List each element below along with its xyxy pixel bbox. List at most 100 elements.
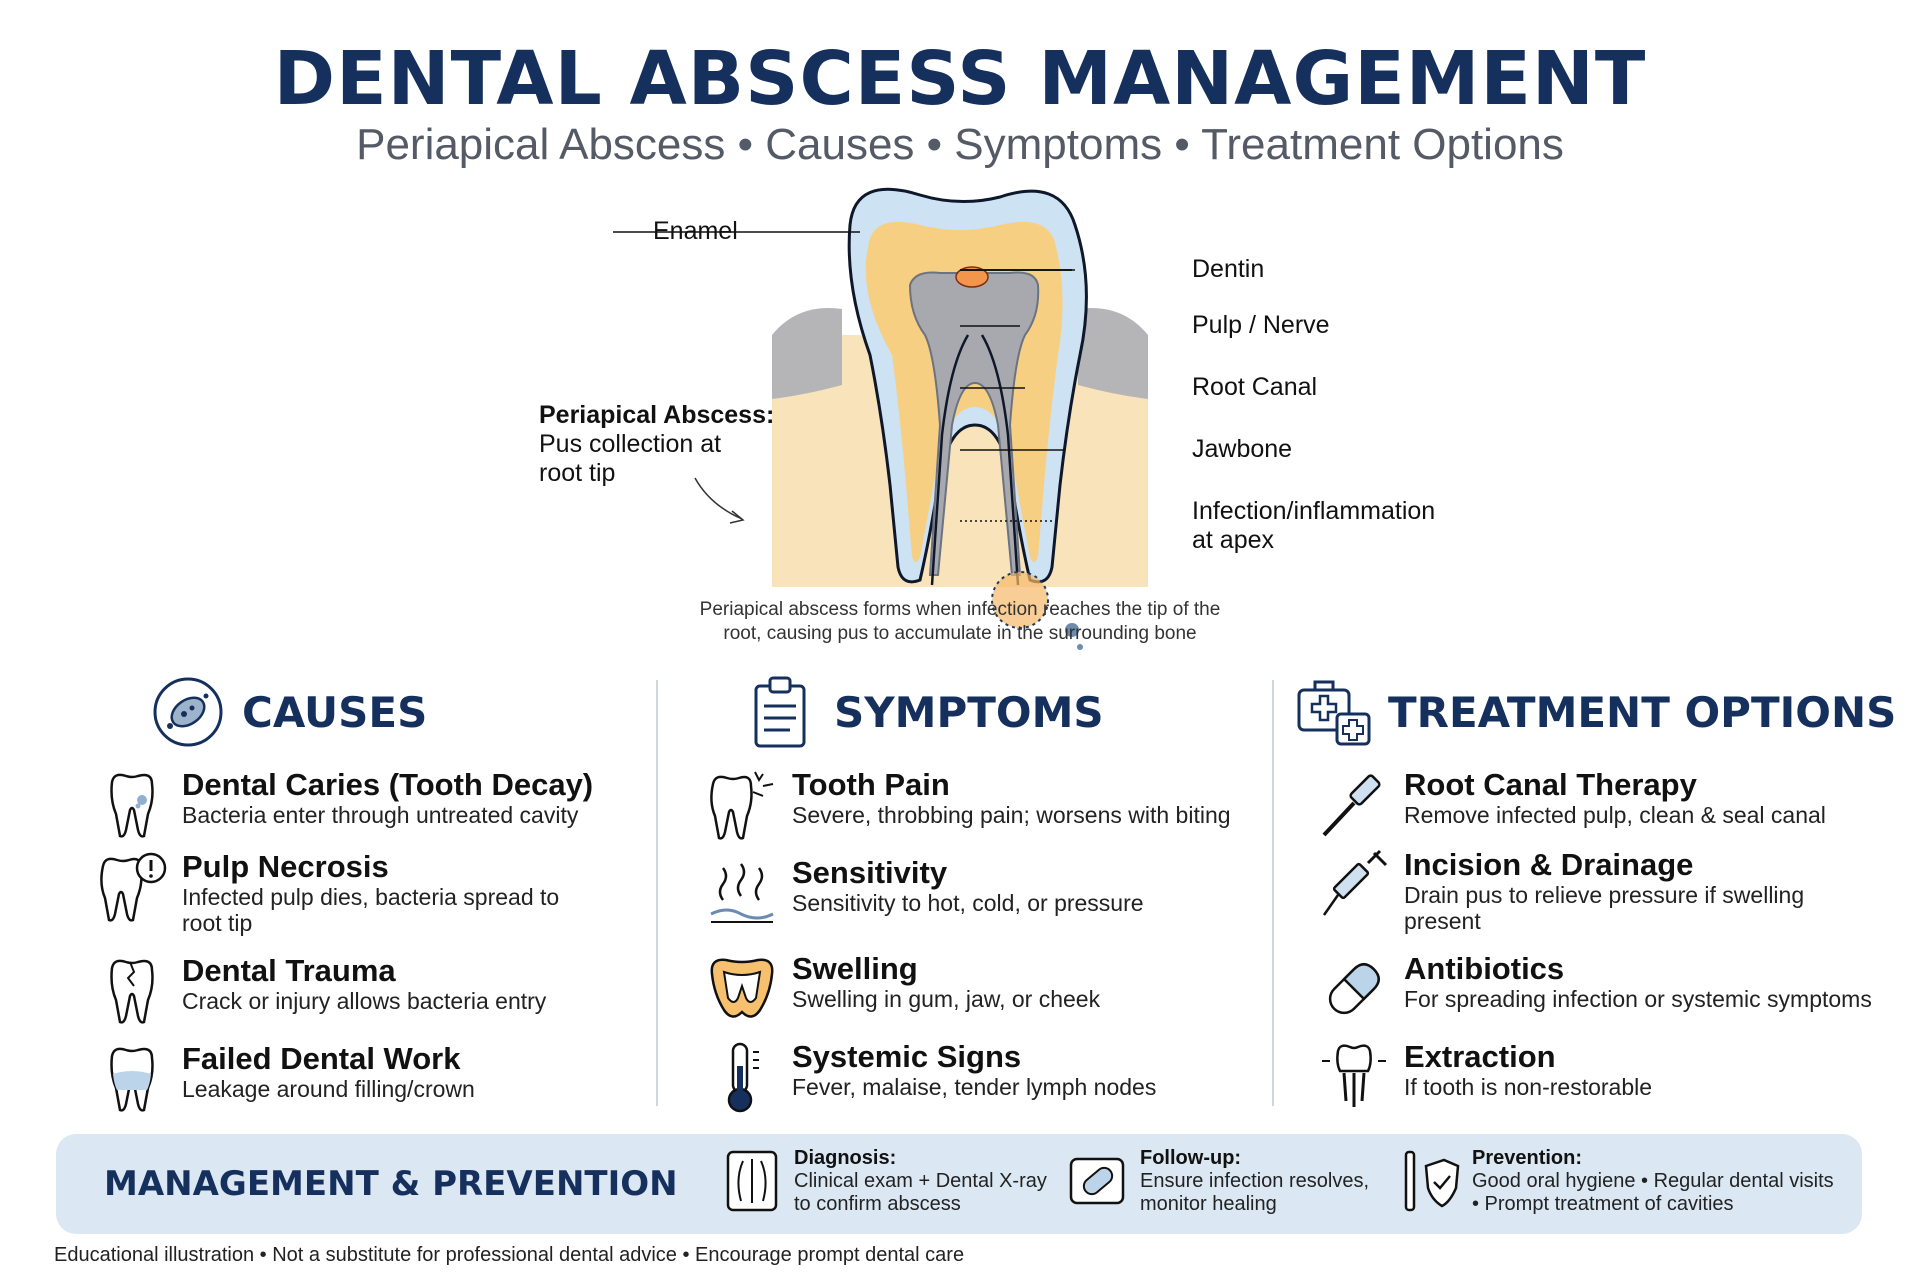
toothbrush-shield-icon [1400,1146,1460,1216]
abscess-callout-line1: Pus collection at [539,430,722,458]
management-item-line2: monitor healing [1140,1192,1277,1215]
abscess-callout-arrowhead [729,510,745,524]
symptoms-heading: SYMPTOMS [742,672,1104,752]
cause-desc: Bacteria enter through untreated cavity [182,802,579,828]
symptom-desc: Severe, throbbing pain; worsens with bit… [792,802,1231,828]
xray-icon [722,1146,782,1216]
management-item-line1: Ensure infection resolves, [1140,1169,1370,1192]
diagram-caption-line1: Periapical abscess forms when infection … [699,599,1221,620]
footer-disclaimer: Educational illustration • Not a substit… [54,1244,965,1266]
symptom-item: Swelling Swelling in gum, jaw, or cheek [706,952,1100,1026]
management-item: Prevention: Good oral hygiene • Regular … [1400,1146,1834,1216]
diagram-caption-line2: root, causing pus to accumulate in the s… [723,623,1197,644]
treatment-desc: If tooth is non-restorable [1404,1074,1653,1100]
bacteria-dot [1065,623,1079,637]
treatment-title: Antibiotics [1404,951,1565,986]
pulp-label: Pulp / Nerve [1192,311,1330,339]
symptoms-heading-text: SYMPTOMS [834,687,1104,737]
root-canal-label: Root Canal [1192,373,1318,401]
tooth-diagram: Enamel Dentin Pulp / Nerve Root Canal Ja… [520,185,1480,655]
cause-title: Failed Dental Work [182,1041,461,1076]
management-item-line1: Clinical exam + Dental X-ray [794,1169,1047,1192]
endodontic-file-icon [1318,768,1390,842]
abscess-callout: Periapical Abscess: Pus collection at ro… [539,401,774,488]
treatment-heading: TREATMENT OPTIONS [1296,672,1896,752]
gum-left-shape [772,308,842,399]
tooth-alert-icon [96,850,168,924]
painful-tooth-icon [706,768,778,842]
treatment-item: Incision & Drainage Drain pus to relieve… [1318,848,1804,934]
symptom-title: Tooth Pain [792,767,950,802]
swollen-gum-icon [706,952,778,1026]
management-item-line2: to confirm abscess [794,1192,961,1215]
management-panel: MANAGEMENT & PREVENTION Diagnosis: Clini… [56,1134,1862,1234]
cause-desc: Infected pulp dies, bacteria spread to [182,884,560,910]
bacteria-dot [1077,644,1083,650]
root-canal-right-line [980,334,1020,586]
cause-item: Failed Dental Work Leakage around fillin… [96,1042,475,1116]
abscess-callout-line2: root tip [539,459,616,487]
abscess-circle [991,571,1049,629]
treatment-desc: Remove infected pulp, clean & seal canal [1404,802,1826,828]
gum-right-shape [1078,308,1148,399]
nerve-blob [955,266,989,288]
diagram-caption: Periapical abscess forms when infection … [640,598,1280,646]
treatment-heading-text: TREATMENT OPTIONS [1388,687,1897,737]
treatment-title: Incision & Drainage [1404,847,1694,882]
pulp-shape [908,271,1040,576]
infection-label: Infection/inflammation at apex [1192,497,1435,555]
infection-label-line1: Infection/inflammation [1192,497,1436,525]
cause-item: Pulp Necrosis Infected pulp dies, bacter… [96,850,559,936]
treatment-title: Extraction [1404,1039,1556,1074]
cause-item: Dental Caries (Tooth Decay) Bacteria ent… [96,768,593,842]
symptom-title: Sensitivity [792,855,948,890]
pill-box-icon [1068,1146,1128,1216]
clipboard-icon [742,674,818,750]
management-item: Diagnosis: Clinical exam + Dental X-ray … [722,1146,1047,1216]
column-divider [1272,680,1274,1106]
dentin-label: Dentin [1192,255,1265,283]
heat-waves-icon [706,856,778,930]
management-item-title: Follow-up: [1140,1146,1242,1169]
symptom-desc: Swelling in gum, jaw, or cheek [792,986,1101,1012]
management-item-line1: Good oral hygiene • Regular dental visit… [1472,1169,1834,1192]
jawbone-label: Jawbone [1192,435,1293,463]
cause-desc: Leakage around filling/crown [182,1076,475,1102]
treatment-desc: Drain pus to relieve pressure if swellin… [1404,882,1805,908]
syringe-icon [1318,848,1390,922]
enamel-label: Enamel [653,217,738,245]
abscess-callout-arrow [694,477,743,520]
treatment-desc: For spreading infection or systemic symp… [1404,986,1872,1012]
symptom-item: Systemic Signs Fever, malaise, tender ly… [706,1040,1156,1114]
capsule-icon [1318,952,1390,1026]
causes-heading-text: CAUSES [242,687,428,737]
cause-desc: Crack or injury allows bacteria entry [182,988,547,1014]
cause-item: Dental Trauma Crack or injury allows bac… [96,954,546,1028]
symptom-item: Sensitivity Sensitivity to hot, cold, or… [706,856,1144,930]
decayed-tooth-icon [96,768,168,842]
symptom-title: Swelling [792,951,918,986]
management-item-title: Diagnosis: [794,1146,897,1169]
symptom-title: Systemic Signs [792,1039,1022,1074]
treatment-item: Extraction If tooth is non-restorable [1318,1040,1652,1114]
cause-desc-line2: root tip [182,910,253,936]
abscess-callout-title: Periapical Abscess: [539,401,775,429]
extracted-tooth-icon [1318,1040,1390,1114]
thermometer-icon [706,1040,778,1114]
treatment-item: Root Canal Therapy Remove infected pulp,… [1318,768,1826,842]
page-title: DENTAL ABSCESS MANAGEMENT [273,36,1647,122]
management-item-line2: • Prompt treatment of cavities [1472,1192,1734,1215]
page-subtitle: Periapical Abscess • Causes • Symptoms •… [356,120,1564,169]
tooth-cross-section-illustration [613,187,1148,650]
treatment-desc-line2: present [1404,908,1481,934]
symptom-item: Tooth Pain Severe, throbbing pain; worse… [706,768,1231,842]
infection-label-line2: at apex [1192,526,1275,554]
treatment-item: Antibiotics For spreading infection or s… [1318,952,1872,1026]
treatment-title: Root Canal Therapy [1404,767,1697,802]
cracked-tooth-icon [96,954,168,1028]
filled-tooth-icon [96,1042,168,1116]
management-item-title: Prevention: [1472,1146,1583,1169]
cause-title: Dental Trauma [182,953,396,988]
symptom-desc: Sensitivity to hot, cold, or pressure [792,890,1144,916]
management-heading: MANAGEMENT & PREVENTION [104,1164,678,1204]
